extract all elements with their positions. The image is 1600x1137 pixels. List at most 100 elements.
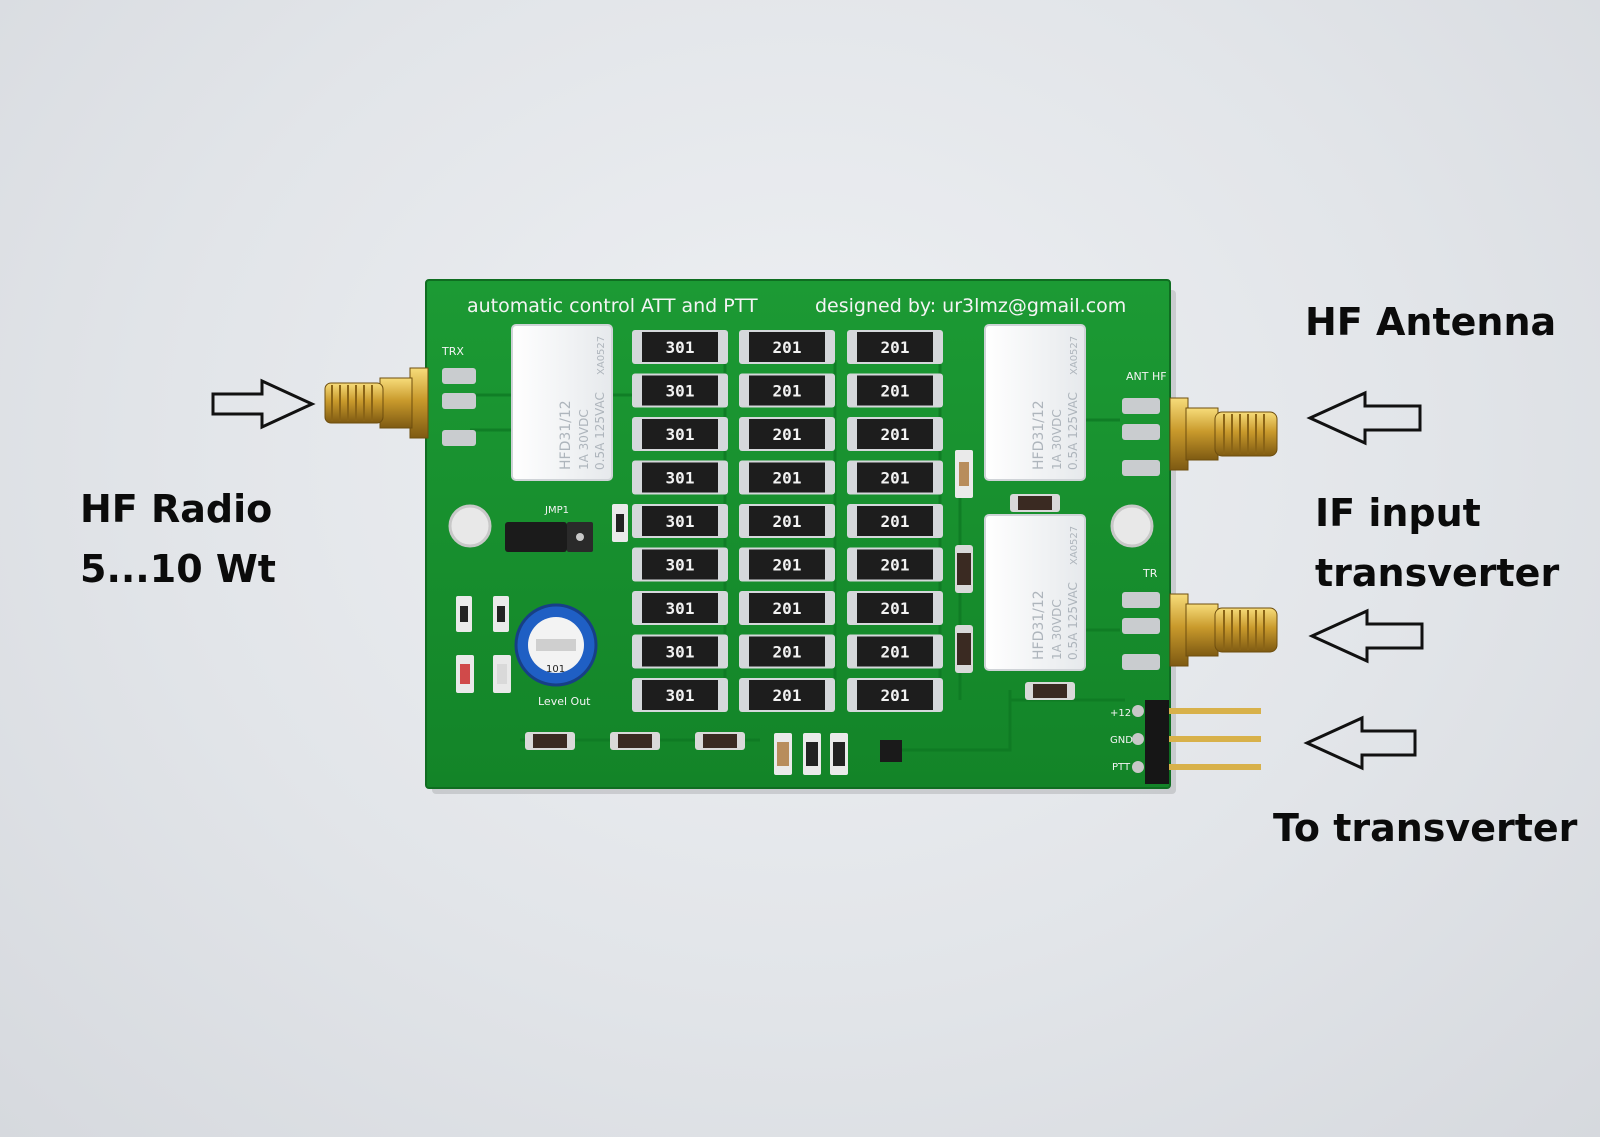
resistor-marking: 301 (666, 599, 695, 618)
resistor-marking: 301 (666, 469, 695, 488)
resistor-marking: 301 (666, 643, 695, 662)
resistor-marking: 201 (881, 512, 910, 531)
svg-text:XA0527: XA0527 (596, 336, 607, 375)
svg-text:XA0527: XA0527 (1069, 526, 1080, 565)
svg-text:HFD31/12: HFD31/12 (558, 400, 574, 470)
smd-resistor: 201 (847, 678, 943, 712)
sma-connector-tr (1122, 592, 1278, 670)
smd-resistor: 301 (632, 547, 728, 582)
svg-text:0.5A 125VAC: 0.5A 125VAC (1066, 392, 1080, 470)
jumper-jmp1 (505, 522, 593, 552)
smd-resistor: 201 (847, 634, 943, 669)
silk-jmp1: JMP1 (544, 505, 569, 516)
smd-resistor: 301 (632, 678, 728, 712)
mounting-hole-right (1110, 504, 1154, 548)
smd-resistor: 201 (847, 504, 943, 538)
silk-pin-gnd: GND (1110, 735, 1133, 746)
trimmer-potentiometer: 101 (514, 603, 598, 687)
smd-resistor: 201 (739, 678, 835, 712)
resistor-marking: 201 (881, 556, 910, 575)
smd-resistor: 201 (739, 634, 835, 669)
smd-resistor: 201 (847, 373, 943, 408)
silk-tr: TR (1142, 567, 1158, 580)
resistor-marking: 301 (666, 686, 695, 705)
resistor-marking: 201 (773, 556, 802, 575)
arrow-left-icon (1303, 715, 1417, 771)
label-hf-radio-power: 5...10 Wt (80, 547, 276, 591)
arrow-left-icon (1306, 390, 1422, 446)
svg-text:HFD31/12: HFD31/12 (1031, 590, 1047, 660)
smd-resistor: 201 (739, 460, 835, 495)
label-hf-radio: HF Radio (80, 487, 273, 531)
smd-resistor: 201 (739, 417, 835, 451)
label-if-input: IF input (1315, 491, 1481, 535)
relay-right-bottom: HFD31/12 1A 30VDC 0.5A 125VAC XA0527 (984, 514, 1086, 671)
arrow-right-icon (211, 378, 316, 430)
resistor-array: 301 301 301 301 301 301 301 301 301 201 201 201 201 2… (632, 330, 943, 712)
smd-resistor: 301 (632, 504, 728, 538)
resistor-marking: 301 (666, 425, 695, 444)
silk-trx: TRX (441, 345, 464, 358)
silk-pin-ptt: PTT (1112, 762, 1131, 773)
resistor-marking: 201 (773, 338, 802, 357)
smd-resistor: 301 (632, 330, 728, 364)
resistor-marking: 201 (773, 425, 802, 444)
smd-resistor: 201 (739, 504, 835, 538)
smd-resistor: 201 (847, 547, 943, 582)
smd-resistor: 201 (739, 330, 835, 364)
resistor-marking: 201 (881, 686, 910, 705)
silk-ant-hf: ANT HF (1126, 370, 1167, 383)
svg-text:1A 30VDC: 1A 30VDC (1050, 599, 1064, 660)
resistor-marking: 201 (773, 643, 802, 662)
resistor-marking: 201 (773, 512, 802, 531)
smd-resistor: 301 (632, 634, 728, 669)
smd-resistor: 301 (632, 373, 728, 408)
resistor-marking: 301 (666, 512, 695, 531)
smd-resistor: 201 (739, 373, 835, 408)
resistor-marking: 201 (773, 599, 802, 618)
smd-resistor: 201 (847, 591, 943, 625)
label-hf-antenna: HF Antenna (1305, 300, 1557, 344)
resistor-marking: 301 (666, 556, 695, 575)
mounting-hole-left (448, 504, 492, 548)
resistor-marking: 201 (881, 425, 910, 444)
smd-resistor: 201 (739, 547, 835, 582)
resistor-marking: 201 (881, 599, 910, 618)
header-text: automatic control ATT and PTT (467, 295, 758, 317)
smd-resistor: 201 (847, 330, 943, 364)
label-if-input-transverter: transverter (1315, 551, 1560, 595)
resistor-marking: 301 (666, 382, 695, 401)
silk-pin-plus12: +12 (1110, 708, 1131, 719)
resistor-marking: 201 (881, 338, 910, 357)
smd-diodes (525, 494, 1075, 775)
svg-text:101: 101 (546, 664, 565, 675)
resistor-marking: 201 (773, 382, 802, 401)
relay-left: HFD31/12 1A 30VDC 0.5A 125VAC XA0527 (511, 324, 613, 481)
smd-leds (456, 450, 973, 693)
resistor-marking: 201 (881, 643, 910, 662)
smd-resistor: 301 (632, 460, 728, 495)
designer-text: designed by: ur3lmz@gmail.com (815, 295, 1126, 317)
resistor-marking: 201 (773, 469, 802, 488)
svg-text:0.5A 125VAC: 0.5A 125VAC (593, 392, 607, 470)
smd-resistor: 201 (847, 460, 943, 495)
svg-text:0.5A 125VAC: 0.5A 125VAC (1066, 582, 1080, 660)
arrow-left-icon (1308, 608, 1424, 664)
label-to-transverter: To transverter (1273, 806, 1578, 850)
silk-level-out: Level Out (538, 695, 591, 708)
svg-text:1A 30VDC: 1A 30VDC (1050, 409, 1064, 470)
relay-right-top: HFD31/12 1A 30VDC 0.5A 125VAC XA0527 (984, 324, 1086, 481)
smd-resistor: 201 (847, 417, 943, 451)
resistor-marking: 201 (773, 686, 802, 705)
resistor-marking: 201 (881, 469, 910, 488)
pin-header (1132, 700, 1261, 784)
resistor-marking: 201 (881, 382, 910, 401)
smd-resistor: 201 (739, 591, 835, 625)
sma-connector-trx (324, 367, 476, 446)
svg-text:1A 30VDC: 1A 30VDC (577, 409, 591, 470)
sma-connector-ant-hf (1122, 397, 1278, 476)
resistor-marking: 301 (666, 338, 695, 357)
smd-resistor: 301 (632, 591, 728, 625)
svg-text:XA0527: XA0527 (1069, 336, 1080, 375)
